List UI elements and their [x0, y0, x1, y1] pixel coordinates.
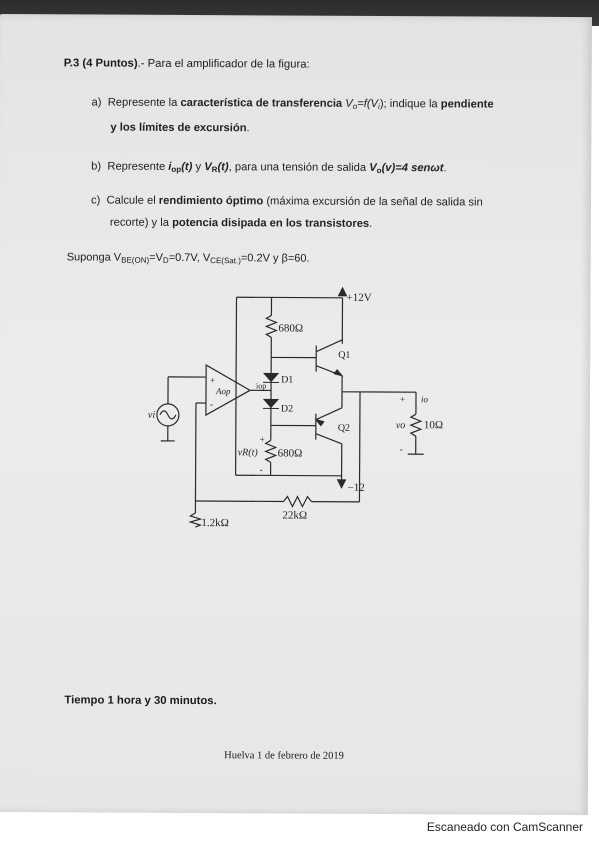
vcc-arrow [337, 286, 348, 297]
label-vee: −12 [347, 482, 364, 494]
vee-rail [235, 474, 342, 477]
item-b-text: Represente [107, 160, 169, 173]
label-d1: D1 [281, 374, 293, 385]
opamp-triangle [205, 364, 252, 417]
item-a-letter: a) [91, 96, 102, 109]
item-a-vo: V [342, 97, 353, 110]
item-c-bold-1: rendimiento óptimo [158, 194, 264, 208]
label-io: io [421, 394, 429, 404]
item-b-vo: V [369, 161, 377, 174]
assume-sub-1: BE(ON) [121, 255, 150, 265]
assume-2: =V [149, 251, 163, 264]
item-c: c) Calcule el rendimiento óptimo (máxima… [91, 189, 483, 235]
item-a-bold-1: característica de transferencia [180, 96, 343, 110]
label-iop: iop [256, 381, 266, 390]
label-r-bottom: 680Ω [278, 447, 303, 459]
item-b-iop-sub: op [171, 164, 182, 174]
vee-arrow [336, 479, 347, 489]
vr-plus: + [260, 434, 265, 444]
item-a-text: Represente la [107, 96, 181, 109]
assume-4: =0.2V y β=60. [240, 252, 310, 265]
label-vo: vo [396, 420, 406, 431]
q2-emitter [315, 407, 343, 421]
item-b: b) Represente iop(t) y VR(t), para una t… [91, 155, 447, 182]
item-c-end: . [369, 217, 373, 230]
item-a: a) Represente la característica de trans… [91, 91, 494, 140]
item-c-text-2: (máxima excursión de la señal de salida … [263, 195, 483, 209]
item-b-vr-end: (t) [217, 161, 229, 174]
vcc-rail [236, 296, 343, 299]
assume-sub-3: CE(Sat.) [210, 256, 241, 266]
opamp-minus: - [210, 399, 213, 409]
label-r-load: 10Ω [424, 419, 443, 431]
item-c-text-3: recorte) y la [109, 216, 173, 229]
resistor-feedback [282, 495, 312, 508]
problem-title-bold: P.3 (4 Puntos) [63, 57, 138, 70]
item-c-bold-2: potencia disipada en los transistores [172, 216, 370, 230]
resistor-ground [188, 512, 203, 528]
scanner-watermark: Escaneado con CamScanner [426, 820, 583, 834]
place-date: Huelva 1 de febrero de 2019 [224, 750, 344, 762]
label-r-top: 680Ω [278, 322, 303, 334]
diode-d2 [262, 398, 280, 409]
item-b-y: y [192, 161, 205, 174]
assumptions: Suponga VBE(ON)=VD=0.7V, VCE(Sat.)=0.2V … [67, 251, 310, 265]
time-note: Tiempo 1 hora y 30 minutos. [64, 694, 217, 708]
item-a-bold-2: pendiente [440, 98, 494, 111]
assume-3: =0.7V, V [168, 251, 211, 265]
label-r-ground: 1.2kΩ [201, 517, 228, 529]
resistor-load [409, 413, 423, 437]
label-vi: vi [148, 410, 155, 421]
label-opamp: Aop [215, 386, 231, 396]
q1-emitter-arrow [333, 368, 344, 377]
item-b-end: . [443, 162, 447, 175]
item-b-text-2: , para una tensión de salida [228, 161, 370, 174]
opamp-plus: + [210, 375, 215, 385]
left-vertical-wire [234, 297, 238, 476]
item-c-letter: c) [90, 194, 101, 207]
item-a-fv: =f(V [357, 97, 379, 110]
item-b-letter: b) [91, 160, 102, 173]
assume-1: Suponga V [66, 251, 122, 264]
label-vr: vR(t) [238, 447, 259, 458]
amplifier-circuit: +12V 680Ω Q1 D1 iop D2 Aop + - vi Q2 + v… [148, 286, 443, 529]
problem-title-rest: .- Para el amplificador de la figura: [137, 57, 310, 71]
label-q2: Q2 [338, 423, 350, 434]
vr-minus: - [260, 464, 263, 474]
label-r-feedback: 22kΩ [282, 509, 307, 521]
resistor-680-bottom [264, 439, 278, 463]
item-a-bold-3: y los límites de excursión [110, 121, 247, 135]
vo-plus: + [400, 394, 405, 404]
q2-emitter-arrow [314, 418, 325, 427]
item-a-text-2: ); indique la [379, 97, 441, 111]
item-a-end: . [246, 122, 250, 135]
diode-d1 [263, 372, 280, 383]
feedback-node [194, 403, 197, 502]
problem-title: P.3 (4 Puntos).- Para el amplificador de… [64, 57, 310, 70]
item-b-vo-end: (v)=4 senωt [381, 162, 444, 175]
resistor-680-top [264, 314, 279, 338]
label-d2: D2 [281, 403, 293, 414]
label-vcc: +12V [346, 292, 371, 304]
label-q1: Q1 [338, 350, 350, 361]
vo-minus: - [400, 444, 403, 454]
item-c-text: Calcule el [106, 194, 159, 207]
exam-sheet: P.3 (4 Puntos).- Para el amplificador de… [0, 14, 592, 816]
item-b-iop-end: (t) [181, 160, 193, 174]
